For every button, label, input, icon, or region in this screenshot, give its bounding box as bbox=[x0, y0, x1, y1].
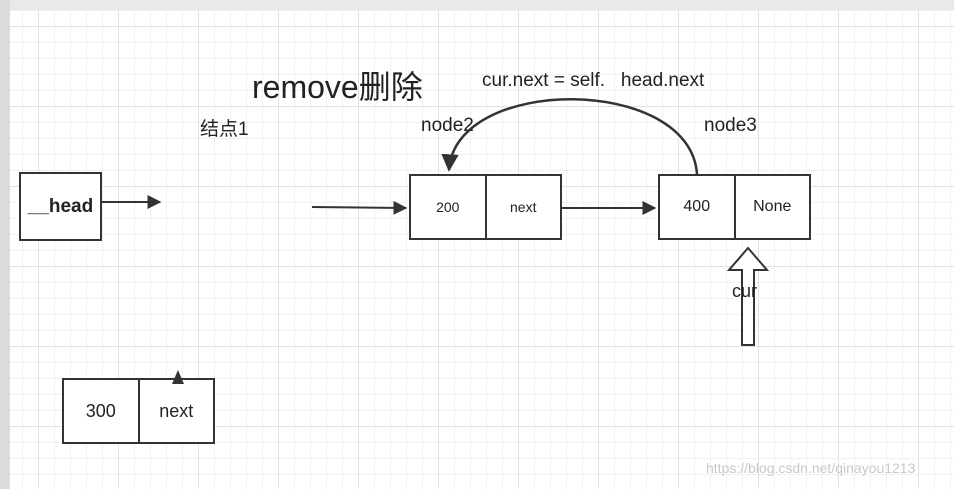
node3-value: 400 bbox=[683, 198, 711, 215]
node3-next: None bbox=[733, 176, 810, 238]
node3-box: 400 None bbox=[658, 174, 811, 240]
diagram-title: remove删除 bbox=[252, 69, 423, 105]
to-node2-arrow bbox=[311, 200, 408, 215]
watermark: https://blog.csdn.net/qinayou1213 bbox=[706, 460, 916, 476]
node1-value: 300 bbox=[85, 400, 116, 421]
node1-label: 结点1 bbox=[200, 119, 249, 140]
node1-next-up-arrow-icon bbox=[172, 370, 184, 384]
node2-label: node2 bbox=[421, 115, 474, 136]
head-box: __head bbox=[19, 172, 102, 241]
node1-next: next bbox=[137, 380, 214, 442]
node2-next: next bbox=[484, 176, 561, 238]
cur-hollow-arrow-icon bbox=[726, 246, 770, 346]
node2-value: 200 bbox=[436, 199, 460, 215]
head-label: __head bbox=[27, 195, 94, 217]
cur-label: cur bbox=[732, 281, 758, 301]
left-margin-strip bbox=[0, 0, 10, 489]
node3-label: node3 bbox=[704, 115, 757, 136]
code-annotation: cur.next = self. head.next bbox=[482, 70, 705, 91]
reassign-curve-arrow bbox=[441, 98, 699, 175]
node2-box: 200 next bbox=[409, 174, 562, 240]
node1-box: 300 next bbox=[62, 378, 215, 444]
